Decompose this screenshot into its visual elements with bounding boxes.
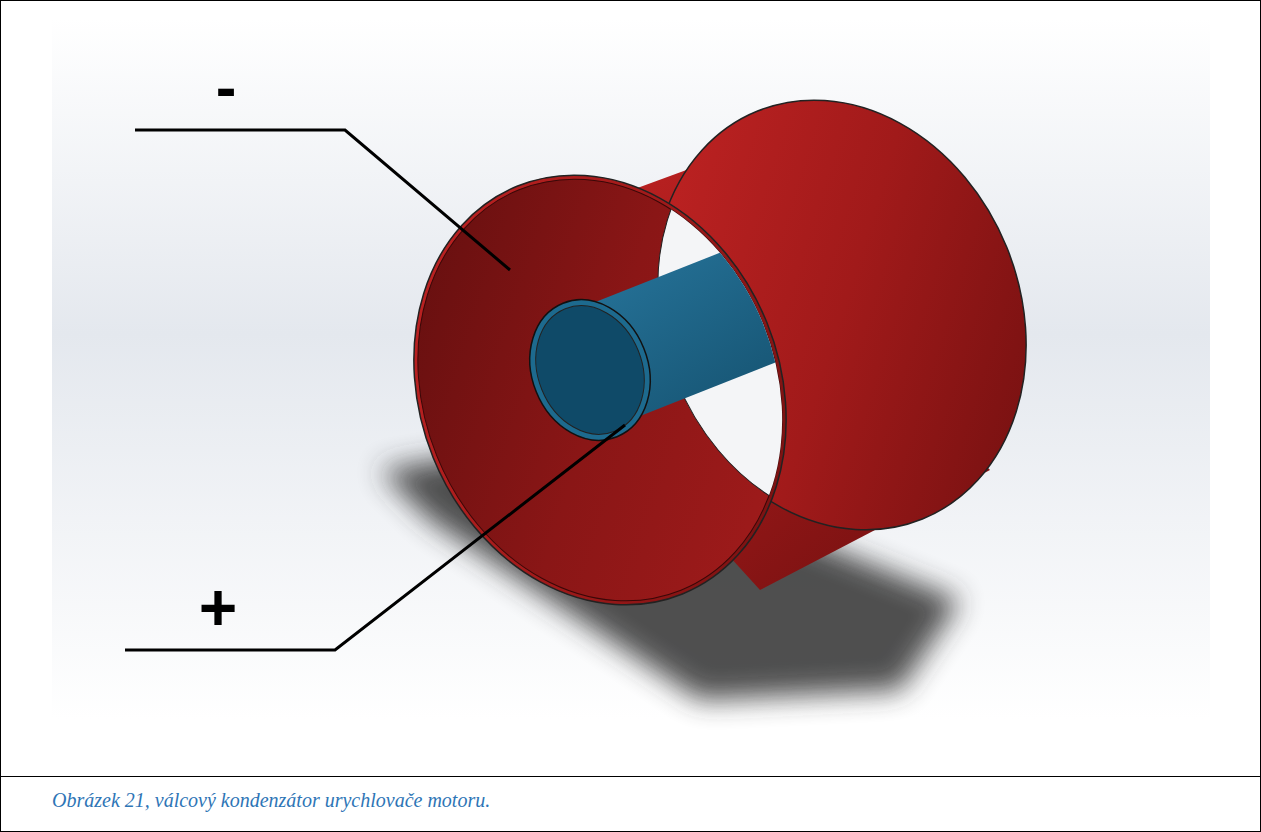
figure-caption: Obrázek 21, válcový kondenzátor urychlov… [52, 788, 490, 812]
polarity-minus: - [216, 56, 237, 118]
polarity-plus: + [199, 574, 238, 640]
